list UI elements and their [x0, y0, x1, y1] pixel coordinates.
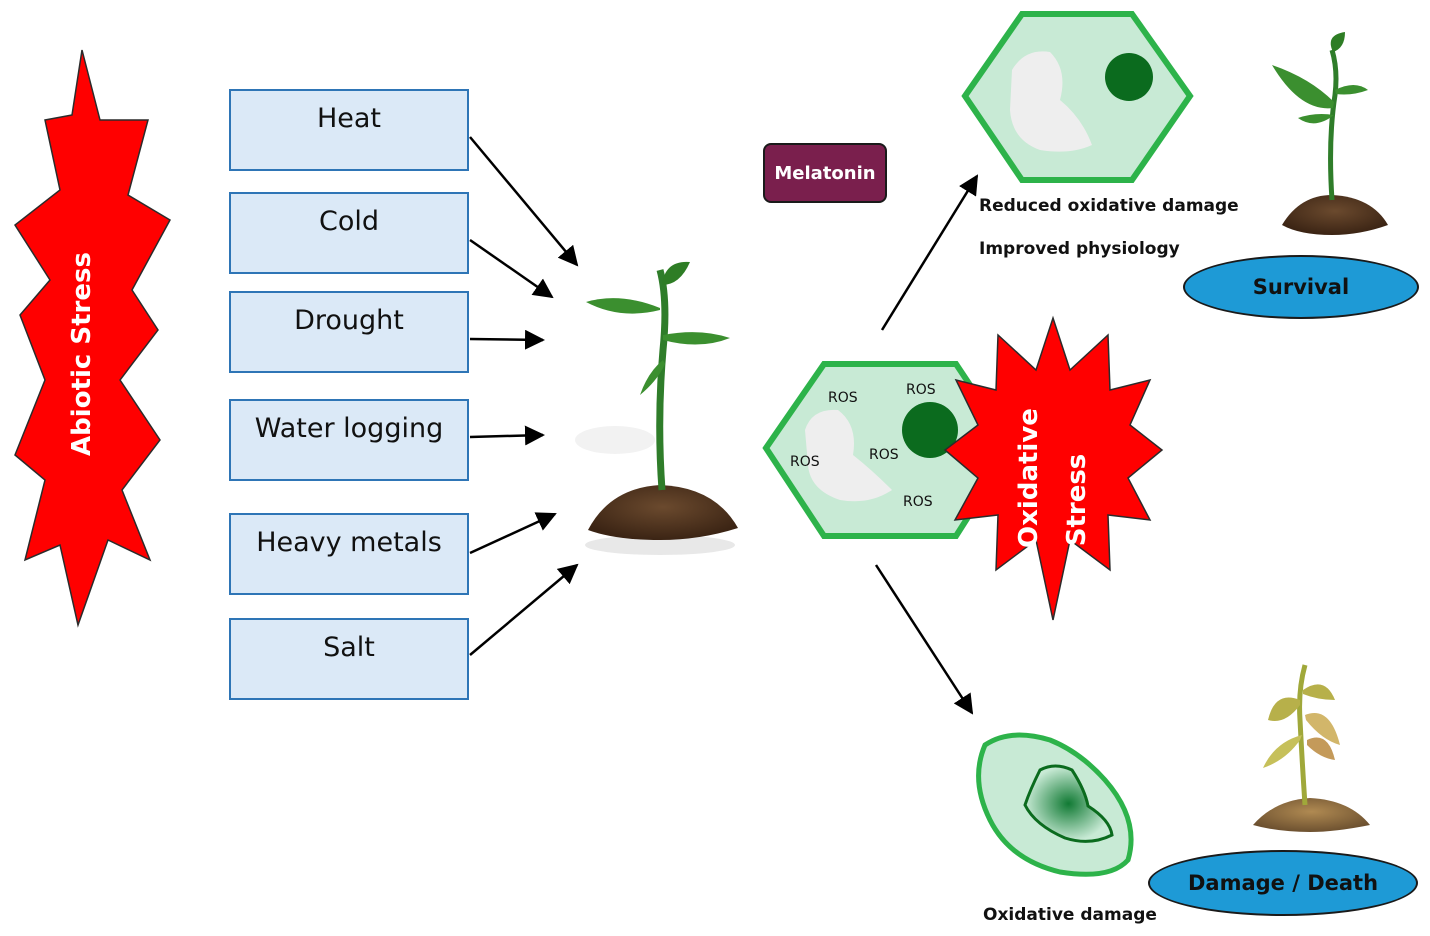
arrow-to-damage	[874, 564, 974, 715]
central-plant-image	[575, 261, 738, 555]
abiotic-starburst	[14, 49, 172, 628]
ros-label-4: ROS	[869, 447, 899, 463]
survival-ellipse: Survival	[1183, 255, 1419, 319]
caption-improved-physiology: Improved physiology	[979, 239, 1180, 259]
outcome-arrows	[874, 174, 979, 715]
arrow-cold	[469, 238, 554, 299]
healthy-plant-image	[1272, 32, 1388, 235]
damage-death-ellipse: Damage / Death	[1148, 850, 1418, 916]
stressor-heavy-metals: Heavy metals	[229, 513, 469, 595]
stressor-salt: Salt	[229, 618, 469, 700]
ros-label-5: ROS	[903, 494, 933, 510]
abiotic-stress-label: Abiotic Stress	[67, 252, 97, 456]
oxidative-label-line2: Stress	[1062, 454, 1092, 547]
melatonin-box: Melatonin	[763, 143, 887, 203]
arrow-to-survival	[880, 174, 979, 331]
stressed-nucleus	[902, 402, 958, 458]
ros-label-1: ROS	[828, 390, 858, 406]
oxidative-starburst: Oxidative Stress	[943, 315, 1164, 621]
arrow-salt	[469, 563, 579, 656]
stressor-heat: Heat	[229, 89, 469, 171]
stressor-water-logging: Water logging	[229, 399, 469, 481]
oxidative-label-line1: Oxidative	[1014, 408, 1044, 548]
healthy-cell	[961, 11, 1194, 183]
stressor-cold: Cold	[229, 192, 469, 274]
caption-oxidative-damage: Oxidative damage	[983, 905, 1157, 925]
caption-reduced-damage: Reduced oxidative damage	[979, 196, 1239, 216]
arrow-heat	[469, 136, 579, 267]
stressor-drought: Drought	[229, 291, 469, 373]
stressor-arrows	[469, 136, 579, 656]
arrow-drought	[469, 329, 545, 350]
damaged-cell	[976, 732, 1134, 877]
wilted-plant-image	[1253, 664, 1370, 832]
healthy-nucleus	[1105, 53, 1153, 101]
ros-label-2: ROS	[906, 382, 936, 398]
ros-label-3: ROS	[790, 454, 820, 470]
stressed-cell: ROS ROS ROS ROS ROS	[762, 361, 1016, 539]
arrow-water-logging	[469, 425, 545, 446]
arrow-heavy-metals	[469, 512, 557, 555]
